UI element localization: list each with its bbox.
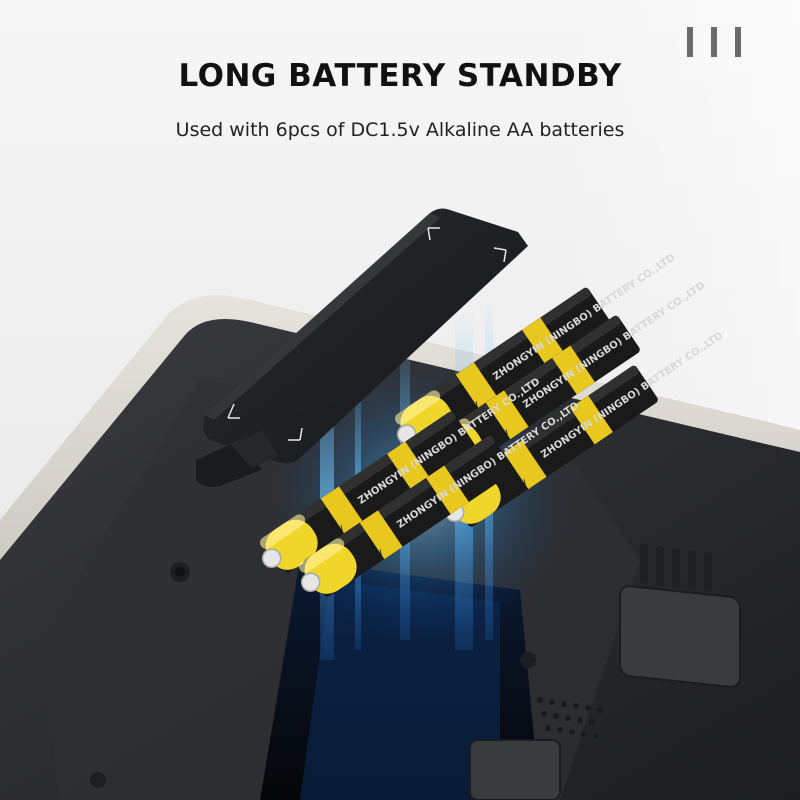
headline: LONG BATTERY STANDBY [178, 58, 622, 94]
battery-cover [196, 208, 529, 488]
three-bars-icon [687, 27, 747, 57]
subheadline: Used with 6pcs of DC1.5v Alkaline AA bat… [175, 119, 625, 141]
